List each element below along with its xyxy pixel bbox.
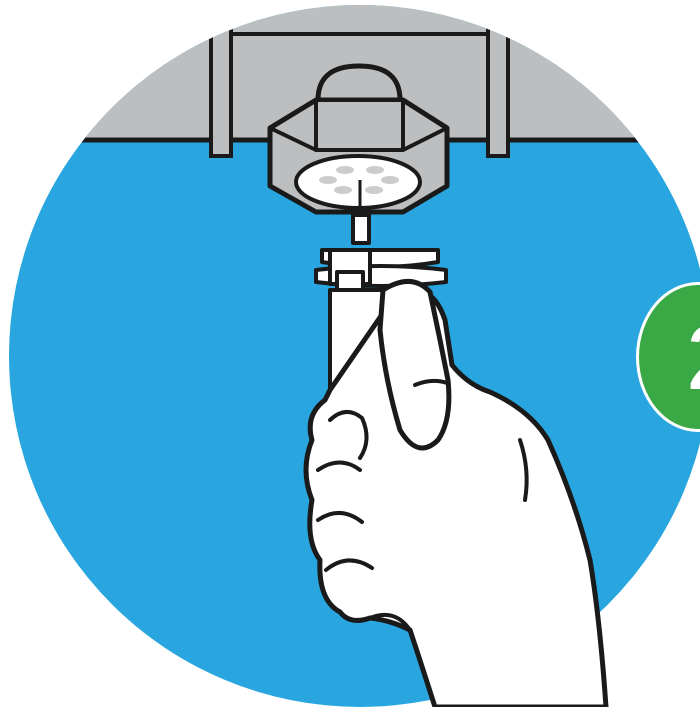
step-number: 2	[686, 303, 700, 413]
